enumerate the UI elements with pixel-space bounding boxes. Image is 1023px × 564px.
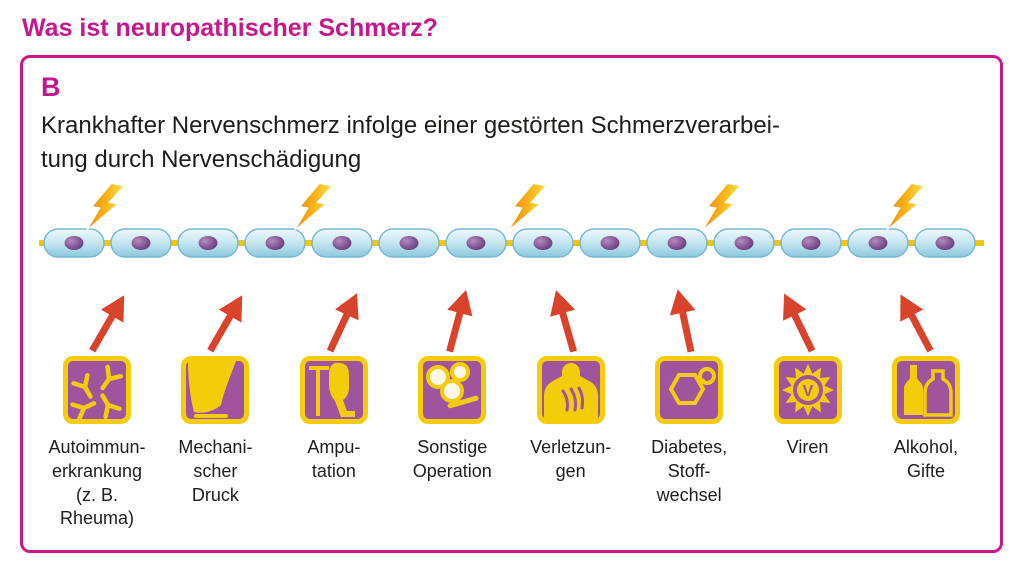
arrow-up-icon: [446, 290, 473, 353]
cause-label: Autoimmun- erkrankung (z. B. Rheuma): [48, 437, 146, 529]
amputation-icon: [299, 356, 368, 425]
arrow-up-icon: [782, 293, 815, 353]
bottles-icon: [891, 356, 960, 425]
page-title: Was ist neuropathischer Schmerz?: [22, 14, 438, 42]
nerve-segment: [445, 228, 507, 258]
axon-line: [39, 240, 984, 247]
cause-autoimmune: Autoimmun- erkrankung (z. B. Rheuma): [39, 288, 155, 531]
nerve-segment: [646, 228, 708, 258]
arrow-up-icon: [900, 294, 934, 353]
panel-description: Krankhafter Nervenschmerz infolge einer …: [41, 112, 780, 174]
nerve-segment: [244, 228, 306, 258]
nerve-segment: [378, 228, 440, 258]
arrow-up-icon: [207, 295, 243, 353]
panel-label: B: [41, 72, 61, 102]
lightning-bolt-icon: [508, 180, 547, 236]
arrow-up-icon: [89, 295, 125, 353]
molecule-icon: [655, 356, 724, 425]
lightning-bolt-icon: [294, 180, 333, 236]
nerve-segment: [914, 228, 976, 258]
nerve-segment: [43, 228, 105, 258]
virus-icon: V: [773, 356, 842, 425]
cause-diabetes-metabolism: Diabetes, Stoff- wechsel: [631, 288, 747, 531]
cause-label: Viren: [786, 437, 829, 458]
mechanical-pressure-icon: [181, 356, 250, 425]
nerve-segment: [177, 228, 239, 258]
cause-label: Verletzun- gen: [530, 437, 612, 481]
cause-amputation: Ampu- tation: [276, 288, 392, 531]
panel-b: B Krankhafter Nervenschmerz infolge eine…: [20, 55, 1003, 553]
lightning-bolt-icon: [86, 180, 125, 236]
cause-label: Ampu- tation: [307, 437, 361, 481]
cause-alcohol-toxins: Alkohol, Gifte: [868, 288, 984, 531]
cause-label: Diabetes, Stoff- wechsel: [651, 437, 728, 505]
nerve-fiber-svg: [39, 180, 984, 258]
virus-letter: V: [802, 383, 813, 400]
surgery-icon: [418, 356, 487, 425]
arrow-up-icon: [326, 293, 359, 353]
causes-row: Autoimmun- erkrankung (z. B. Rheuma) Mec…: [39, 288, 984, 531]
nerve-segment: [311, 228, 373, 258]
cause-operation: Sonstige Operation: [394, 288, 510, 531]
antibody-icon: [63, 356, 131, 425]
nerve-segment: [847, 228, 909, 258]
cause-label: Mechani- scher Druck: [178, 437, 253, 505]
injury-icon: [536, 356, 605, 425]
cause-mechanical-pressure: Mechani- scher Druck: [157, 288, 273, 531]
nerve-segment: [780, 228, 842, 258]
nerve-segment: [110, 228, 172, 258]
lightning-bolt-icon: [702, 180, 741, 236]
cause-injuries: Verletzun- gen: [513, 288, 629, 531]
nerve-segment: [579, 228, 641, 258]
cause-label: Sonstige Operation: [412, 437, 492, 481]
cause-viruses: V Viren: [750, 288, 866, 531]
cause-label: Alkohol, Gifte: [893, 437, 958, 481]
nerve-fiber-illustration: [39, 180, 984, 286]
arrow-up-icon: [670, 289, 696, 353]
nerve-segment: [512, 228, 574, 258]
arrow-up-icon: [549, 290, 577, 353]
lightning-bolt-icon: [886, 180, 925, 236]
nerve-segment: [713, 228, 775, 258]
